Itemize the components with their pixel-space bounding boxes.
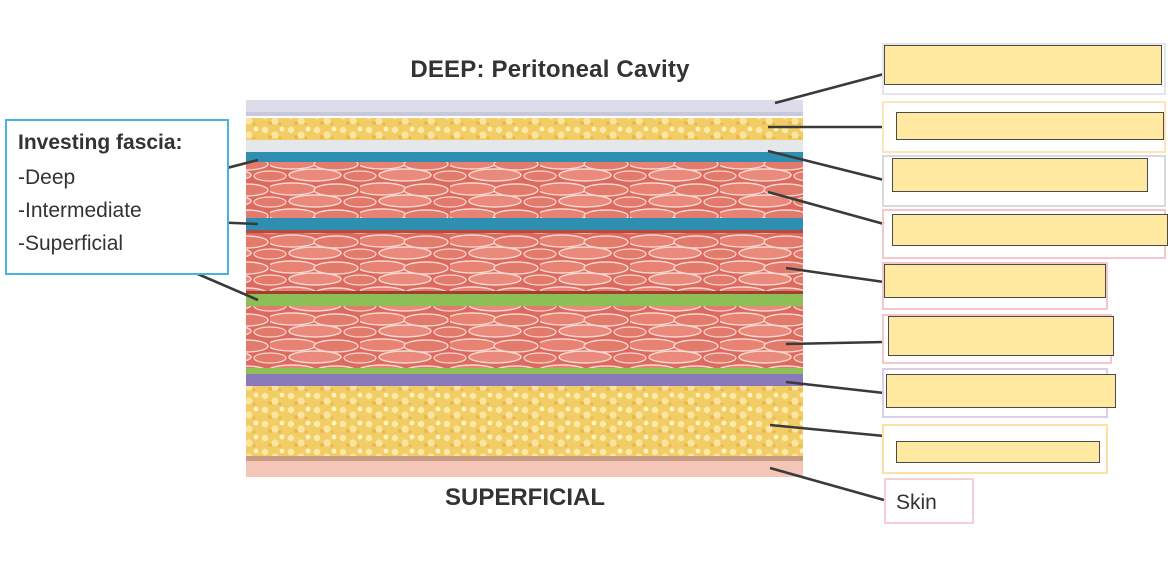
layer-superficial-fascia-green: [246, 294, 803, 306]
layer-intermediate-fascia: [246, 218, 803, 230]
answer-box-4[interactable]: [892, 214, 1168, 246]
answer-box-2[interactable]: [896, 112, 1164, 140]
answer-box-1[interactable]: [884, 45, 1162, 85]
legend-item-superficial: -Superficial: [18, 232, 124, 255]
leader-line-8: [769, 423, 885, 438]
investing-fascia-legend: Investing fascia: -Deep -Intermediate -S…: [5, 119, 229, 275]
skin-label: Skin: [884, 478, 974, 524]
layer-skin: [246, 461, 803, 477]
layer-dermis-line: [246, 456, 803, 461]
answer-box-5[interactable]: [884, 264, 1106, 298]
layer-extraperitoneal-fat: [246, 118, 803, 140]
layer-fascia-line-2: [246, 291, 803, 294]
leader-line-3: [767, 149, 885, 182]
answer-box-7[interactable]: [886, 374, 1116, 408]
superficial-title: SUPERFICIAL: [444, 484, 605, 511]
leader-line-1: [774, 72, 885, 105]
layer-fascia-line-1: [246, 230, 803, 233]
legend-item-deep: -Deep: [18, 166, 76, 189]
legend-title: Investing fascia:: [18, 131, 183, 154]
label-slot-5: [882, 262, 1108, 310]
answer-box-3[interactable]: [892, 158, 1148, 192]
legend-item-intermediate: -Intermediate: [18, 199, 142, 222]
deep-title: DEEP: Peritoneal Cavity: [410, 56, 690, 83]
label-slot-8: [882, 424, 1108, 474]
layer-deep-fascia-1: [246, 152, 803, 162]
layer-muscle-2: [246, 233, 803, 291]
answer-box-8[interactable]: [896, 441, 1100, 463]
layer-subcutaneous-fat: [246, 386, 803, 456]
layer-peritoneum-line: [246, 112, 803, 116]
layer-muscle-3: [246, 306, 803, 368]
layer-muscle-1: [246, 162, 803, 218]
layer-green-band: [246, 368, 803, 374]
label-slot-1: [882, 43, 1166, 95]
layer-peritoneum: [246, 100, 803, 113]
label-slot-2: [882, 101, 1166, 153]
leader-line-6: [785, 340, 885, 346]
layer-stack: [246, 100, 803, 477]
leader-line-7: [785, 380, 885, 395]
layer-transversalis-fascia: [246, 140, 803, 152]
leader-lines-right: [767, 72, 885, 502]
answer-box-6[interactable]: [888, 316, 1114, 356]
label-slot-3: [882, 155, 1166, 207]
leader-line-4: [767, 190, 885, 226]
leader-line-5: [785, 266, 885, 284]
layer-purple-band: [246, 374, 803, 386]
leader-line-9: [769, 466, 885, 502]
